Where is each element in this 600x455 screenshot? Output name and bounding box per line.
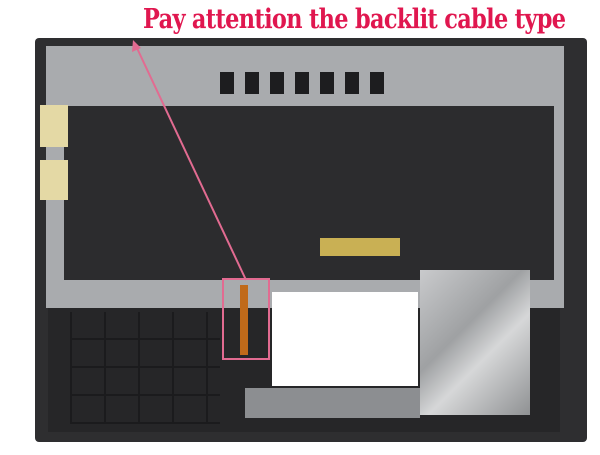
keyboard-ribbon-cable [320,238,400,256]
backlight-cable [240,285,248,355]
vent-slot [245,72,259,94]
vent-slot [295,72,309,94]
foil-shield [420,270,530,415]
vent-slot [270,72,284,94]
touchpad-bracket [245,388,420,418]
vent-slot [320,72,334,94]
touchpad-opening [272,292,418,386]
keyboard-back [64,106,554,280]
vent-slot [345,72,359,94]
vent-slot [220,72,234,94]
rib-grid [70,312,220,424]
tape-tab [40,105,68,147]
annotation-title: Pay attention the backlit cable type [143,4,566,35]
vent-slot [370,72,384,94]
tape-tab [40,160,68,200]
